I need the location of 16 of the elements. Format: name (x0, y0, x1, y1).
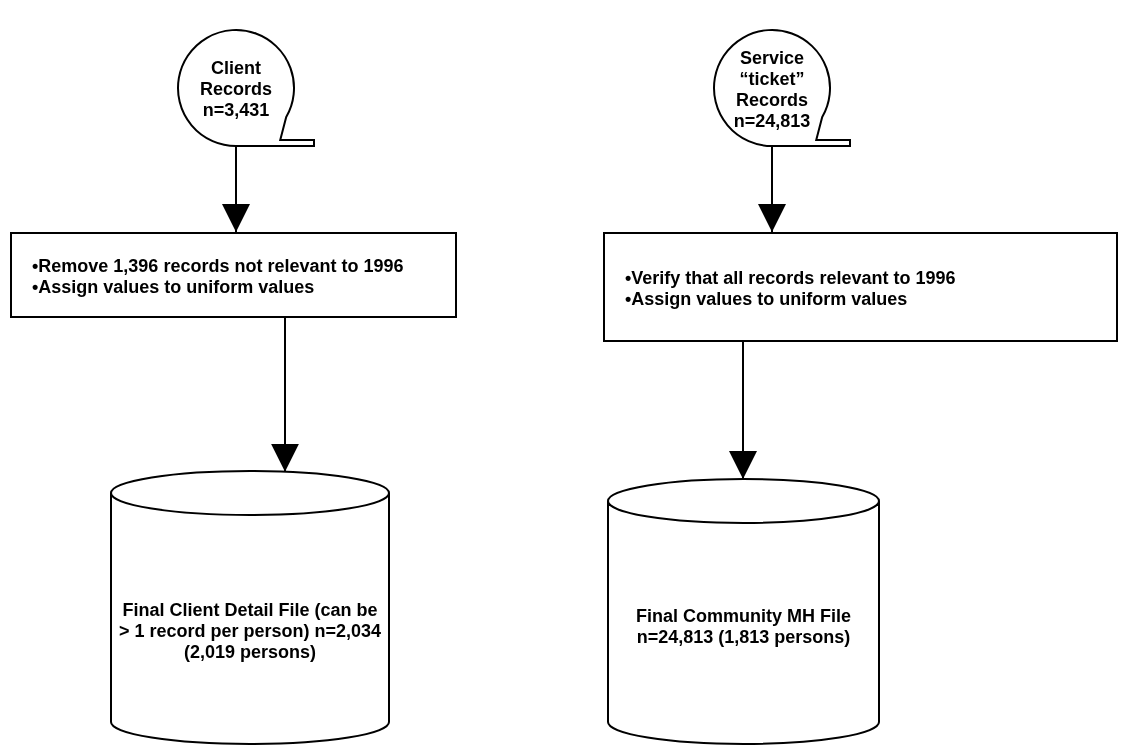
node-text: •Remove 1,396 records not relevant to 1996 (32, 256, 405, 277)
node-text: Client Records n=3,431 (199, 58, 273, 121)
node-text: Service “ticket” Records n=24,813 (732, 48, 812, 132)
arrow (729, 341, 757, 480)
arrow (758, 145, 786, 233)
arrow (271, 317, 299, 473)
node-text: Final Client Detail File (can be > 1 record per person) n=2,034 (2,019 persons) (117, 600, 383, 663)
arrow (222, 145, 250, 233)
node-text: •Verify that all records relevant to 1996 (625, 268, 957, 289)
node-text: •Assign values to uniform values (625, 289, 909, 310)
database-cylinder (607, 478, 880, 745)
node-text: •Assign values to uniform values (32, 277, 316, 298)
process-box (603, 232, 1118, 342)
node-text: Final Community MH File n=24,813 (1,813 persons) (635, 606, 852, 648)
process-box (10, 232, 457, 318)
database-cylinder (110, 470, 390, 745)
